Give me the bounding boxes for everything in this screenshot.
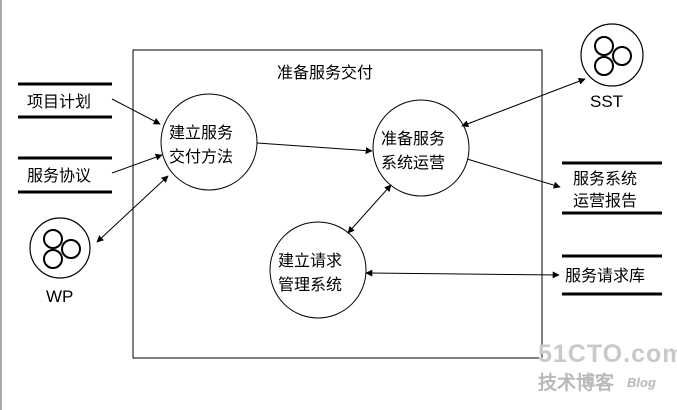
arrow-method-to-operation (256, 142, 373, 155)
entity-sst-label: SST (590, 92, 623, 111)
process-establish-method-line2: 交付方法 (169, 147, 233, 166)
datastore-project-plan: 项目计划 (18, 82, 112, 119)
arrow-operation-request (347, 184, 392, 234)
arrow-operation-sst (461, 77, 586, 128)
datastore-project-plan-label: 项目计划 (27, 92, 91, 111)
process-prepare-operation-line1: 准备服务 (381, 129, 445, 148)
arrow-agreement-to-method (111, 153, 163, 174)
entity-sst: SST (580, 23, 644, 111)
datastore-service-agreement: 服务协议 (18, 156, 112, 194)
datastore-operation-report-line1: 服务系统 (573, 169, 637, 188)
watermark-blog: Blog (627, 375, 656, 390)
arrow-wp-method (96, 175, 169, 243)
datastore-request-repository: 服务请求库 (562, 254, 662, 296)
datastore-operation-report: 服务系统 运营报告 (562, 161, 662, 215)
process-prepare-operation-line2: 系统运营 (381, 153, 445, 172)
watermark-logo: 51CTO.com 技术博客 Blog (538, 340, 677, 394)
process-request-management-line2: 管理系统 (278, 275, 342, 294)
datastore-request-repository-label: 服务请求库 (565, 266, 645, 285)
entity-wp-label: WP (46, 287, 73, 306)
watermark-tagline: 技术博客 (538, 371, 615, 394)
process-request-management: 建立请求 管理系统 (269, 221, 367, 319)
process-establish-method: 建立服务 交付方法 (160, 93, 258, 191)
arrow-operation-to-report (466, 158, 561, 189)
datastore-operation-report-line2: 运营报告 (573, 191, 637, 210)
arrow-project-plan-to-method (111, 98, 161, 125)
main-box-title: 准备服务交付 (277, 63, 373, 82)
entity-wp: WP (29, 217, 91, 306)
process-establish-method-line1: 建立服务 (169, 123, 233, 142)
arrow-request-repository (365, 269, 560, 279)
process-request-management-line1: 建立请求 (278, 251, 342, 270)
process-prepare-operation: 准备服务 系统运营 (372, 99, 470, 197)
datastore-service-agreement-label: 服务协议 (27, 166, 91, 185)
watermark-site: 51CTO.com (538, 340, 677, 368)
